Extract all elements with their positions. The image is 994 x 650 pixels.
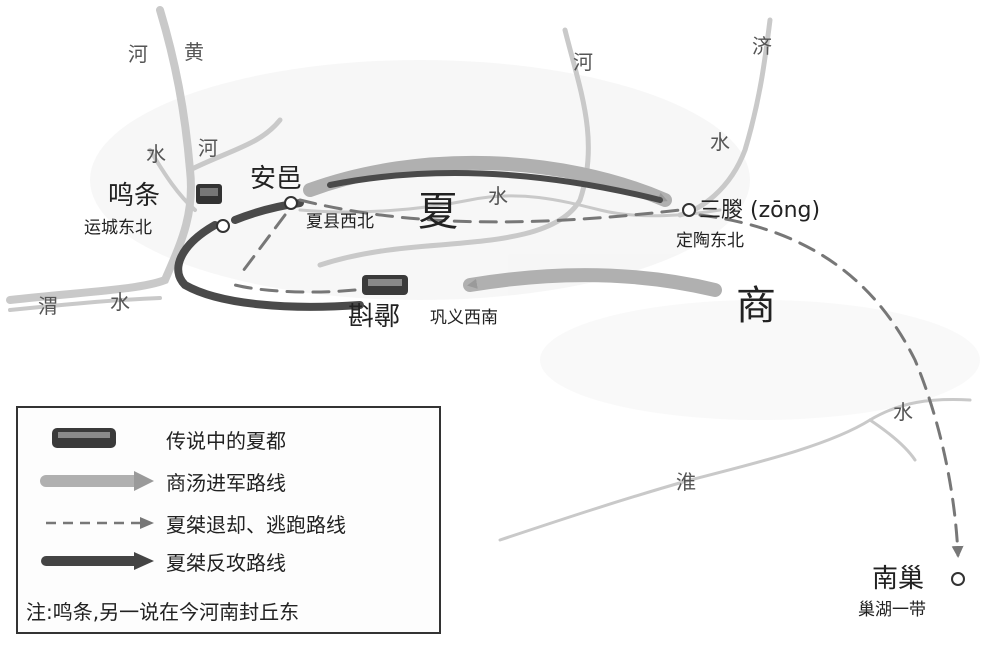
river-label-fen-1: 水 [146,142,166,166]
place-note-nanchao: 巢湖一带 [858,600,926,620]
marker-mingtiao [216,219,230,233]
center-river [298,194,722,218]
river-label-huai-2: 淮 [676,470,696,494]
place-note-zhenxun: 巩义西南 [430,308,498,328]
xia-retreat-routes [233,198,964,558]
xia-counter-zhenxun-west [174,221,364,311]
capital-zhenxun-icon [362,275,408,295]
legend-row-xia-retreat: 夏桀退却、逃跑路线 [18,508,346,538]
river-label-center: 水 [488,184,508,208]
river-label-fen-2: 河 [198,136,218,160]
shang-route-to-sanzong [303,155,672,207]
retreat-sanzong-to-nanchao [698,213,964,558]
place-note-anyi: 夏县西北 [306,212,374,232]
marker-sanzong [682,203,696,217]
shang-route-to-zhenxun [463,267,722,297]
place-label-nanchao: 南巢 [872,564,925,594]
yellow-river [6,6,195,304]
retreat-anyi-south [238,213,287,277]
place-note-sanzong: 定陶东北 [676,231,744,251]
shang-route-legend-icon [40,471,154,491]
river-label-wei-1: 渭 [38,294,58,318]
place-label-sanzong: 三朡 (zōng) [699,198,821,223]
ji-river [317,27,591,268]
huai-river [498,398,972,542]
legend-label-xia-counter: 夏桀反攻路线 [166,550,286,575]
river-label-wei-2: 水 [110,290,130,314]
capital-legend-icon [52,428,116,448]
ji-river-east [677,17,773,218]
retreat-anyi-to-sanzong [298,198,682,224]
river-label-ji-mid: 水 [710,130,730,154]
shang-routes [303,155,722,297]
region-label-xia: 夏 [418,189,458,235]
legend-box: 传说中的夏都 商汤进军路线 夏桀退却、逃跑路线 夏桀反攻路线 注:鸣条,另一说在… [16,406,441,634]
river-label-ji-2: 济 [752,34,772,58]
yellow-river-branch [187,117,283,173]
place-label-zhenxun: 斟鄩 [348,302,401,332]
place-markers [216,196,965,586]
legend-row-capital: 传说中的夏都 [18,424,286,454]
legend-footnote: 注:鸣条,另一说在今河南封丘东 [26,600,300,624]
legend-label-capital: 传说中的夏都 [166,428,286,453]
legend-row-xia-counter: 夏桀反攻路线 [18,546,286,576]
retreat-zhenxun-to-mingtiao [233,283,357,294]
marker-nanchao [951,572,965,586]
xia-retreat-legend-icon [46,517,154,529]
xia-counter-anyi-east [327,170,663,203]
huai-tributary [868,418,917,462]
rivers [6,6,972,542]
terrain-shading [90,60,980,420]
place-label-mingtiao: 鸣条 [108,181,161,211]
place-label-anyi: 安邑 [250,164,303,194]
river-label-huai-1: 水 [893,400,913,424]
river-label-ji-1: 河 [573,50,593,74]
river-label-yellow-1: 河 [128,42,148,66]
legend-label-shang-route: 商汤进军路线 [166,470,286,495]
wei-river [8,296,162,312]
region-label-shang: 商 [736,283,776,329]
capital-mingtiao-icon [196,184,222,204]
legend-label-xia-retreat: 夏桀退却、逃跑路线 [166,512,346,537]
legend-row-shang-route: 商汤进军路线 [18,466,286,496]
marker-anyi [284,196,298,210]
river-label-yellow-2: 黄 [184,40,204,64]
xia-counter-legend-icon [41,552,154,570]
fen-river [148,148,197,212]
place-note-mingtiao: 运城东北 [84,218,152,238]
